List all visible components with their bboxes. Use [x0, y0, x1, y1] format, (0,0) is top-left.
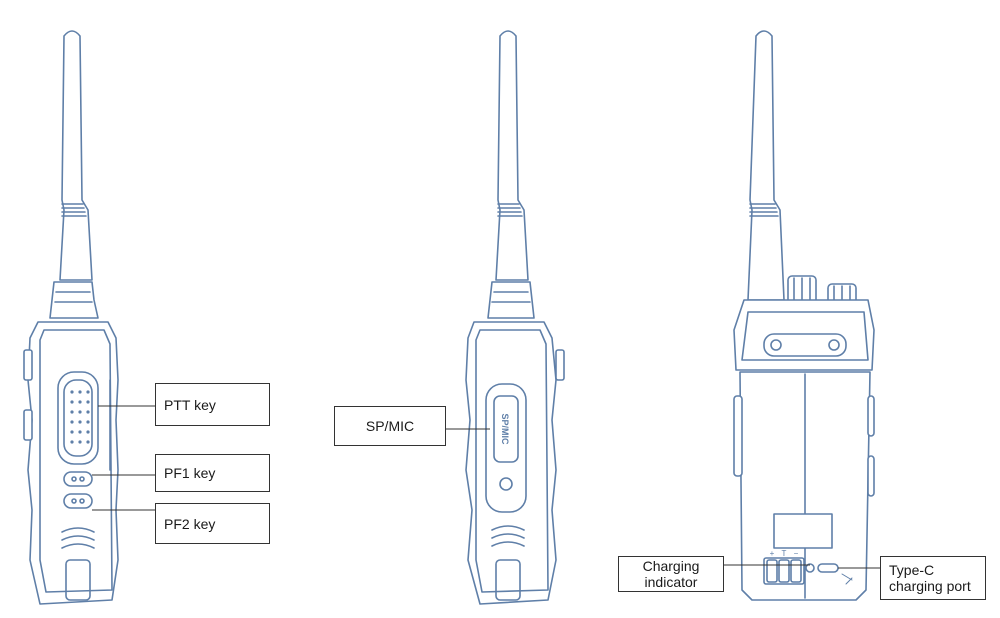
callout-charging-indicator: Charging indicator: [618, 556, 724, 592]
callout-charging-indicator-line2: indicator: [644, 574, 698, 590]
callout-ptt-key: PTT key: [155, 383, 270, 426]
antenna-rings-left: [61, 203, 87, 217]
type-c-port[interactable]: [817, 563, 839, 573]
callout-pf1-key: PF1 key: [155, 454, 270, 492]
antenna-middle: [495, 30, 529, 281]
left-side-view: [23, 30, 119, 605]
belt-clip-mount: [763, 333, 847, 357]
callout-type-c-line2: charging port: [889, 578, 971, 594]
contact-plus-label: +: [770, 549, 775, 558]
pf1-key[interactable]: [63, 471, 93, 487]
charging-indicator-led: [805, 563, 815, 573]
engravings: SP/MIC + T −: [500, 413, 799, 558]
contact-minus-label: −: [794, 549, 799, 558]
battery-label-area: [773, 513, 833, 549]
pf2-key[interactable]: [63, 493, 93, 509]
back-view: [733, 30, 875, 601]
sp-mic-engraving: SP/MIC: [500, 413, 510, 445]
leader-lines: [92, 405, 880, 569]
ptt-grip-dots: [70, 390, 90, 444]
sp-mic-cover[interactable]: [485, 383, 527, 513]
callout-charging-indicator-line1: Charging: [642, 558, 700, 574]
callout-pf2-key: PF2 key: [155, 503, 270, 544]
right-side-view: [465, 30, 565, 605]
antenna-left: [59, 30, 93, 281]
callout-sp-mic: SP/MIC: [334, 406, 446, 446]
callout-type-c-port: Type-C charging port: [880, 556, 986, 600]
antenna-rings-right: [749, 203, 779, 217]
antenna-rings-middle: [497, 203, 523, 217]
contact-t-label: T: [782, 549, 787, 558]
antenna-right: [747, 30, 785, 301]
charging-contacts: [763, 557, 805, 585]
knob-left: [49, 281, 99, 319]
callout-type-c-line1: Type-C: [889, 562, 935, 578]
